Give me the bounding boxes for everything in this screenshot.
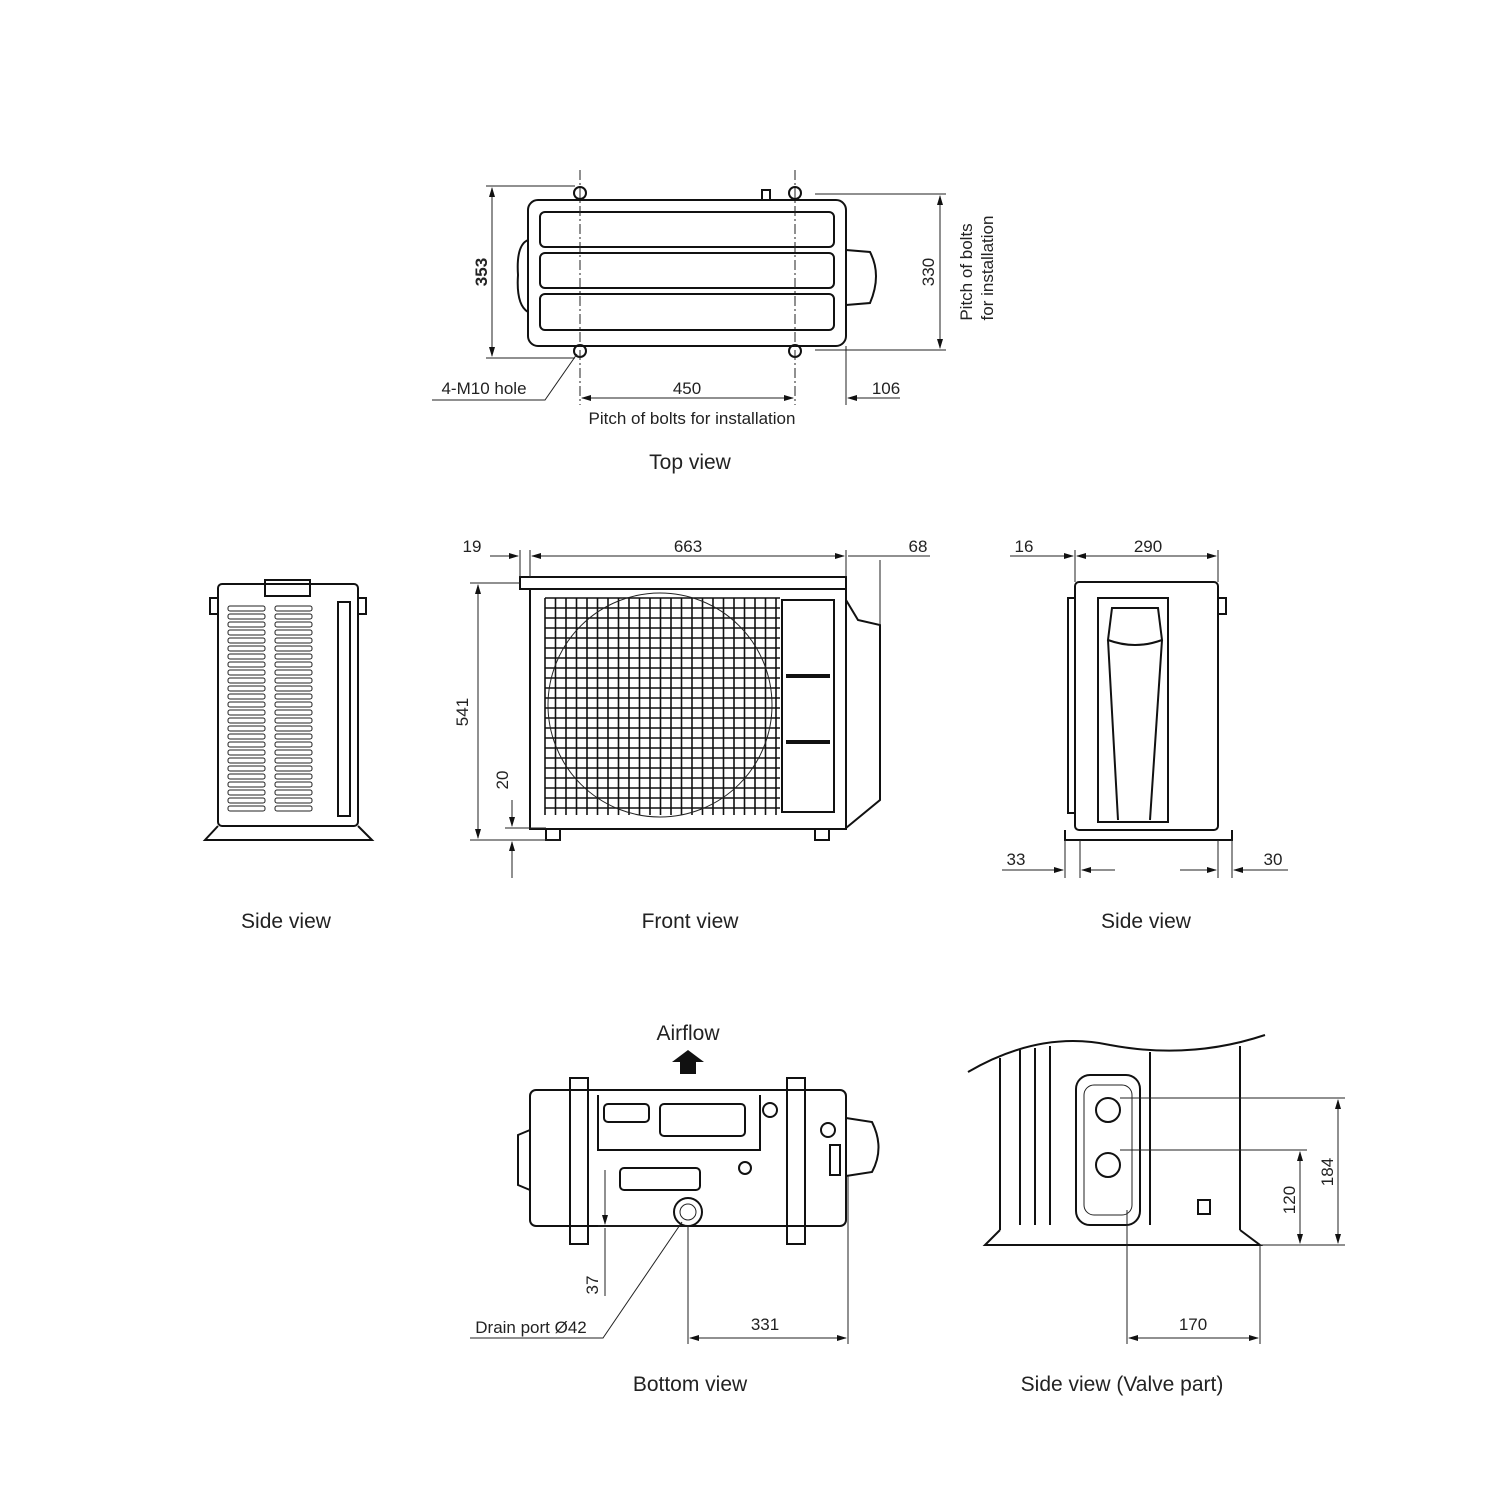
bottom-view: Airflow 37 331 Drain port Ø42 Bottom vie… <box>470 1022 880 1396</box>
dim-184: 184 <box>1318 1158 1337 1186</box>
front-view: 19 663 68 541 20 Front view <box>453 537 930 933</box>
airflow-arrow-icon <box>672 1050 704 1074</box>
left-side-view-caption: Side view <box>241 910 332 933</box>
valve-side-view: 120 184 170 Side view (Valve part) <box>967 1034 1345 1396</box>
dim-120: 120 <box>1280 1186 1299 1214</box>
bolt-pitch-note-line2: for installation <box>978 216 997 321</box>
top-view: 353 330 Pitch of bolts for installation … <box>432 170 997 474</box>
dim-20: 20 <box>493 771 512 790</box>
right-side-view: 16 290 33 30 Side view <box>1002 537 1288 933</box>
dim-663: 663 <box>674 537 702 556</box>
dim-541: 541 <box>453 698 472 726</box>
dim-353: 353 <box>472 258 491 286</box>
dim-33: 33 <box>1007 850 1026 869</box>
side-louvers <box>227 605 313 812</box>
dim-331: 331 <box>751 1315 779 1334</box>
hole-label: 4-M10 hole <box>441 379 526 398</box>
dim-106: 106 <box>872 379 900 398</box>
drain-port <box>673 1197 703 1227</box>
dim-30: 30 <box>1264 850 1283 869</box>
airflow-label: Airflow <box>656 1022 720 1045</box>
left-side-view: Side view <box>202 579 375 933</box>
dim-37: 37 <box>583 1276 602 1295</box>
dim-170: 170 <box>1179 1315 1207 1334</box>
dim-330: 330 <box>919 258 938 286</box>
right-side-view-caption: Side view <box>1101 910 1192 933</box>
top-view-caption: Top view <box>649 451 732 474</box>
upper-valve <box>1095 1097 1121 1123</box>
dim-19: 19 <box>463 537 482 556</box>
dim-16: 16 <box>1015 537 1034 556</box>
bolt-pitch-width-note: Pitch of bolts for installation <box>589 409 796 428</box>
front-view-caption: Front view <box>642 910 740 933</box>
dim-450: 450 <box>673 379 701 398</box>
valve-view-caption: Side view (Valve part) <box>1021 1373 1224 1396</box>
dim-290: 290 <box>1134 537 1162 556</box>
bolt-pitch-note-line1: Pitch of bolts <box>957 223 976 320</box>
drain-port-label: Drain port Ø42 <box>475 1318 587 1337</box>
fan-grille <box>544 597 780 815</box>
lower-valve <box>1095 1152 1121 1178</box>
dim-68: 68 <box>909 537 928 556</box>
bottom-view-caption: Bottom view <box>633 1373 748 1396</box>
